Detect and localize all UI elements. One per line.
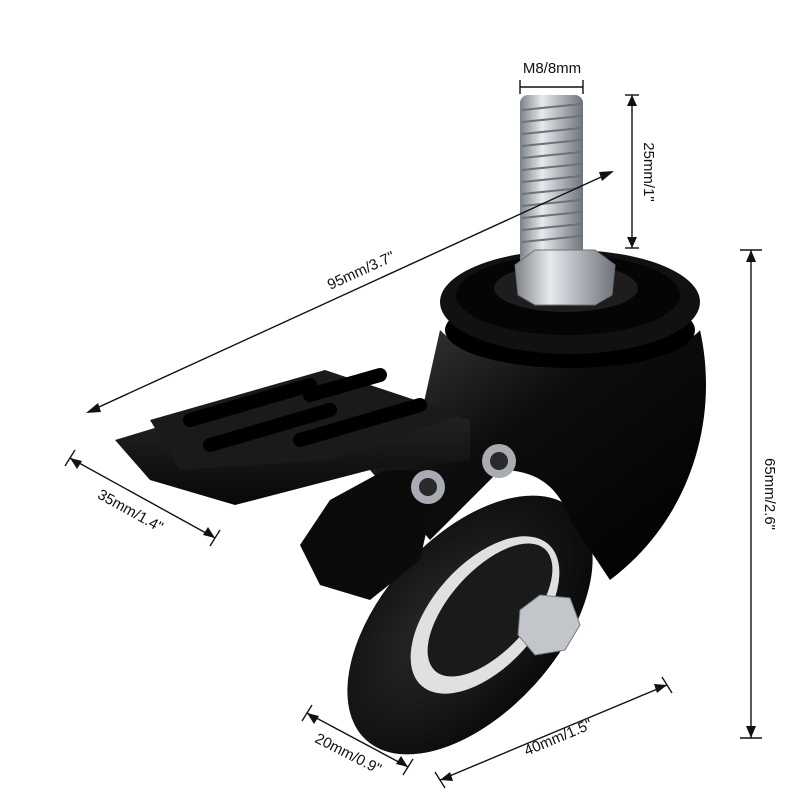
dimension-label-thread: M8/8mm — [523, 60, 581, 77]
dimension-label-wheel-diameter: 40mm/1.5" — [522, 716, 595, 759]
axle-bolt — [517, 594, 581, 656]
dimension-label-brake-width: 35mm/1.4" — [95, 486, 166, 536]
fork-body — [370, 330, 706, 580]
dimension-label-total-height: 65mm/2.6" — [761, 458, 778, 530]
rivet — [411, 470, 445, 504]
caster-product — [115, 95, 706, 755]
threaded-stem — [520, 95, 583, 270]
dimension-label-thread-length: 25mm/1" — [640, 142, 657, 202]
wheel — [347, 495, 593, 755]
brake-pedal — [115, 368, 470, 505]
dimension-thread-length: 25mm/1" — [625, 94, 657, 249]
dimension-total-height: 65mm/2.6" — [740, 249, 778, 739]
hex-nut — [514, 249, 616, 306]
dimension-thread: M8/8mm — [519, 60, 584, 94]
brake-lever — [300, 470, 440, 600]
rivet — [482, 444, 516, 478]
